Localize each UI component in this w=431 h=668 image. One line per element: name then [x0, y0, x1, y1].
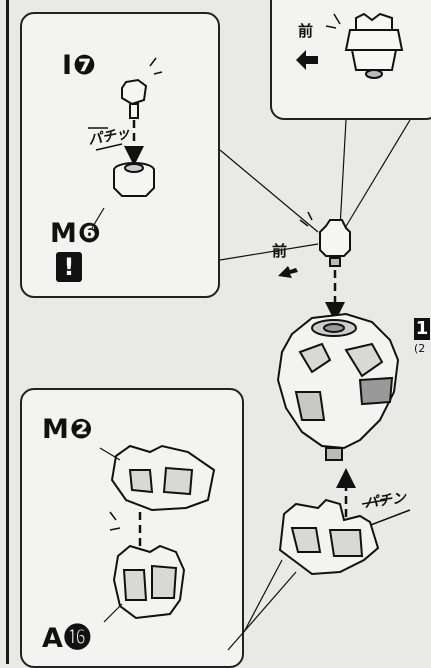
part-i7-drawing: [121, 78, 148, 119]
part-label-a16: A⓰: [42, 623, 92, 654]
front-arrow-top: [296, 50, 318, 70]
step-number-sub: (2: [414, 342, 426, 355]
part-mid-drawing: [319, 219, 351, 267]
warning-badge: !: [56, 252, 82, 282]
front-label-mid: 前: [272, 242, 288, 260]
left-border-rule: [6, 0, 9, 664]
part-a16-drawing: [112, 544, 186, 620]
torso-assembly-drawing: [276, 312, 400, 461]
part-m2-drawing: [110, 444, 216, 512]
front-arrow-mid: [278, 266, 298, 278]
part-m6-drawing: [113, 162, 155, 197]
step-number-badge: 1: [414, 318, 430, 340]
front-label-top: 前: [298, 22, 314, 40]
callout-base-assembly: [20, 388, 244, 668]
part-label-i7: I❼: [62, 50, 97, 81]
callout-head-assembly: [20, 12, 220, 298]
part-label-m6: M❻: [50, 218, 102, 249]
front-view-part: [344, 12, 404, 79]
part-label-m2: M❷: [42, 414, 94, 445]
base-assembly-drawing: [278, 498, 380, 576]
